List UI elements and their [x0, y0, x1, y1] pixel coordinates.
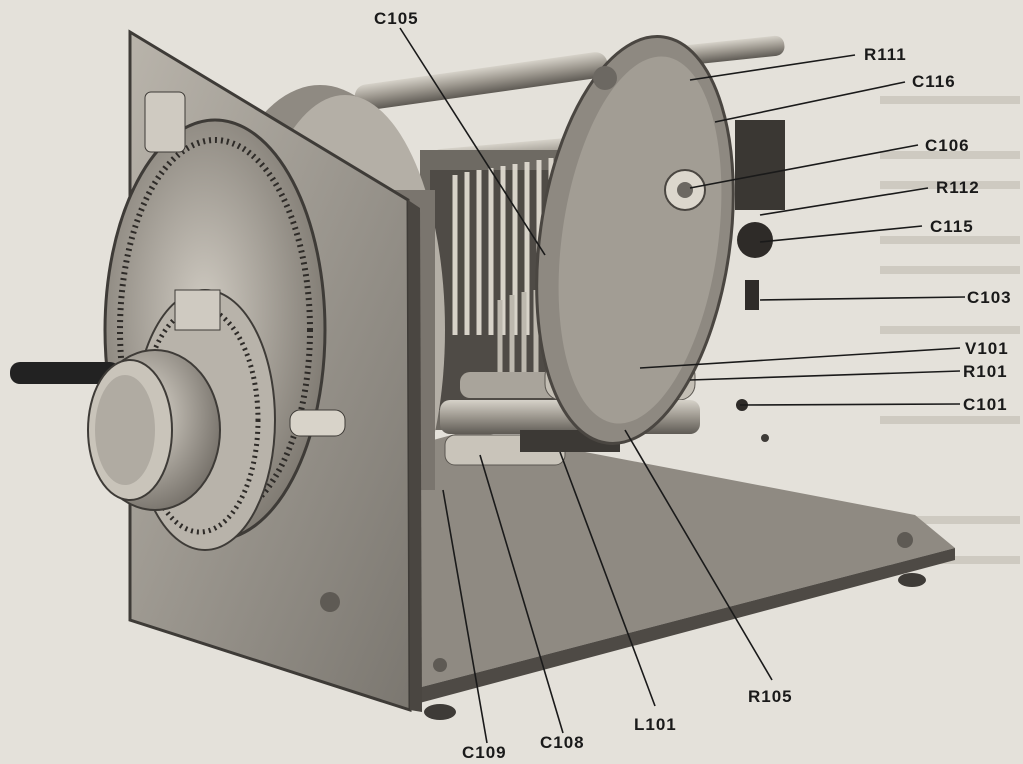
label-l101: L101	[634, 715, 677, 734]
leader-c109	[442, 489, 488, 744]
leader-c108	[479, 454, 564, 734]
label-v101: V101	[965, 339, 1009, 358]
leader-c116	[714, 81, 906, 123]
callout-leaders	[399, 27, 966, 744]
leader-c105	[399, 27, 546, 256]
label-r111: R111	[864, 45, 907, 64]
label-c109: C109	[462, 743, 507, 762]
tuning-knob	[10, 349, 221, 511]
leader-c101	[739, 403, 961, 406]
leader-c115	[759, 225, 923, 243]
callout-labels: C105 R111 C116 C106 R112 C115 C103 V101 …	[374, 9, 1012, 762]
label-c105: C105	[374, 9, 419, 28]
label-r112: R112	[936, 178, 980, 197]
label-c103: C103	[967, 288, 1012, 307]
label-c106: C106	[925, 136, 970, 155]
leader-r105	[624, 429, 773, 681]
label-r101: R101	[963, 362, 1008, 381]
label-r105: R105	[748, 687, 793, 706]
leader-c103	[759, 296, 966, 301]
rear-end-plate	[535, 35, 785, 445]
leader-r101	[689, 370, 961, 381]
leader-c106	[689, 144, 919, 189]
leader-v101	[639, 347, 961, 369]
label-c108: C108	[540, 733, 585, 752]
label-c115: C115	[930, 217, 974, 236]
label-c101: C101	[963, 395, 1008, 414]
base-plate	[360, 430, 955, 720]
leader-r111	[689, 54, 856, 81]
label-c116: C116	[912, 72, 956, 91]
leader-l101	[559, 451, 656, 707]
leader-r112	[759, 187, 929, 216]
variable-capacitor	[420, 150, 700, 466]
